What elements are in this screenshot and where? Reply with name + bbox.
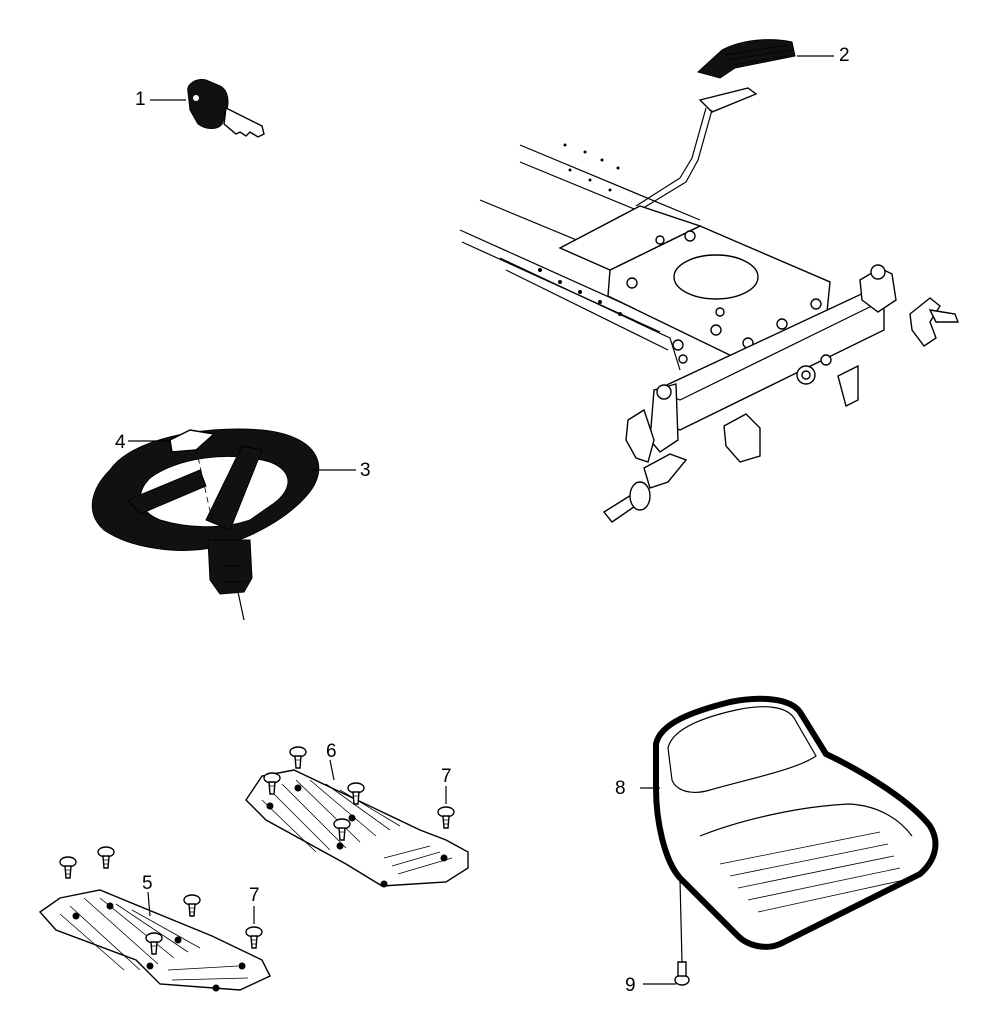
callout-2: 2 bbox=[839, 45, 850, 66]
screws bbox=[59, 746, 455, 955]
callout-1: 1 bbox=[135, 89, 146, 110]
seat-bolt bbox=[643, 961, 690, 986]
callout-7-lower: 7 bbox=[249, 885, 260, 906]
callout-9: 9 bbox=[625, 975, 636, 996]
callout-4: 4 bbox=[115, 432, 126, 453]
seat bbox=[640, 695, 939, 963]
callout-8: 8 bbox=[615, 778, 626, 799]
footrest-right bbox=[245, 759, 469, 888]
callout-5: 5 bbox=[142, 873, 153, 894]
steering-cap bbox=[169, 429, 216, 453]
callout-7-upper: 7 bbox=[441, 766, 452, 787]
tractor-frame bbox=[459, 87, 960, 523]
ignition-key bbox=[150, 79, 265, 138]
steering-wheel bbox=[91, 428, 356, 621]
callout-3: 3 bbox=[360, 460, 371, 481]
pedal-pad bbox=[696, 39, 834, 79]
callout-6: 6 bbox=[326, 741, 337, 762]
